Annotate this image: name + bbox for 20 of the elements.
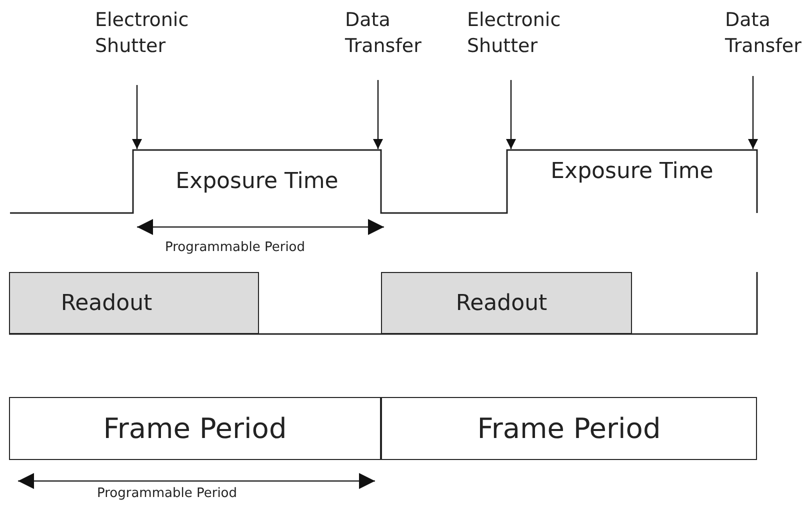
arrow (506, 80, 516, 149)
block-label: Readout (60, 290, 152, 316)
box-label: Frame Period (477, 412, 661, 445)
event-label: Data Transfer (345, 8, 435, 60)
pulse-label: Exposure Time (550, 159, 714, 184)
frame-period-box (9, 397, 381, 460)
event-label: Electronic Shutter (95, 8, 215, 60)
dimension-label: Programmable Period (165, 240, 306, 255)
dimension-label: Programmable Period (97, 486, 238, 501)
arrow (373, 80, 383, 149)
event-label: Data Transfer (725, 8, 809, 60)
arrow (748, 76, 758, 149)
readout-block (381, 272, 632, 334)
frame-period-box (381, 397, 757, 460)
readout-block (9, 272, 259, 334)
block-label: Readout (456, 290, 548, 316)
event-label: Electronic Shutter (467, 8, 587, 60)
pulse-label: Exposure Time (176, 169, 338, 194)
box-label: Frame Period (103, 412, 287, 445)
arrow (132, 85, 142, 149)
